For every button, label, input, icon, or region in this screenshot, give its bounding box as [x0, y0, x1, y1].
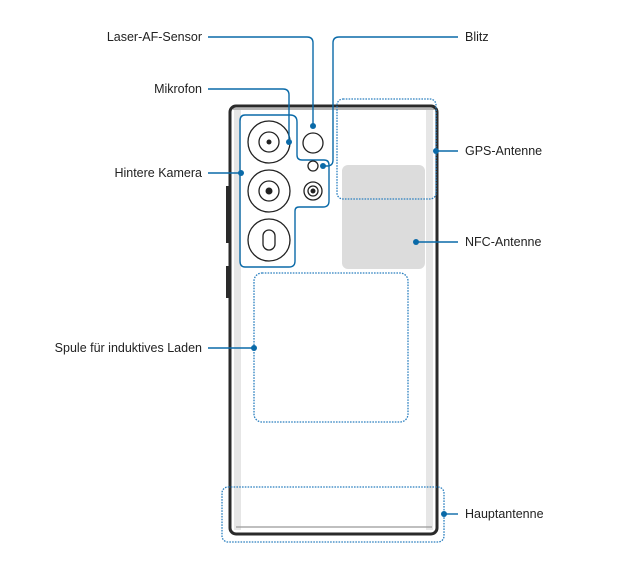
dot-rear-camera	[238, 170, 244, 176]
dot-flash	[320, 163, 326, 169]
label-main-antenna: Hauptantenne	[465, 507, 544, 521]
label-nfc-antenna: NFC-Antenne	[465, 235, 541, 249]
label-gps-antenna: GPS-Antenne	[465, 144, 542, 158]
camera-module-outline	[239, 114, 330, 268]
laser-af-sensor-window	[302, 132, 324, 154]
dot-coil	[251, 345, 257, 351]
main-antenna-area	[221, 486, 445, 543]
camera-lens-3	[247, 218, 291, 262]
leader-microphone	[208, 88, 290, 140]
nfc-area	[342, 165, 425, 269]
dot-microphone	[286, 139, 292, 145]
label-microphone: Mikrofon	[154, 82, 202, 96]
dot-laser-af	[310, 123, 316, 129]
camera-lens-1	[247, 120, 291, 164]
side-key	[226, 266, 230, 298]
volume-button	[226, 186, 230, 243]
label-inductive-coil: Spule für induktives Laden	[55, 341, 202, 355]
leader-laser-af	[208, 36, 314, 124]
dot-nfc	[413, 239, 419, 245]
flash-window	[307, 160, 319, 172]
label-laser-af-sensor: Laser-AF-Sensor	[107, 30, 202, 44]
dot-gps	[433, 148, 439, 154]
leader-flash	[324, 36, 458, 167]
label-flash: Blitz	[465, 30, 489, 44]
camera-lens-2	[247, 169, 291, 213]
dot-main-antenna	[441, 511, 447, 517]
camera-lens-small	[303, 181, 323, 201]
label-rear-camera: Hintere Kamera	[114, 166, 202, 180]
